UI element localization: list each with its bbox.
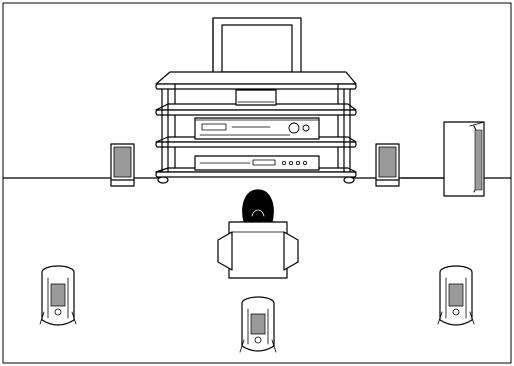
front-left-speaker: [111, 144, 134, 186]
center-speaker: [236, 90, 276, 105]
dvd-player: [195, 156, 319, 170]
surround-right-speaker: [438, 266, 474, 325]
surround-back-speaker: [240, 297, 276, 352]
surround-left-speaker: [40, 266, 76, 325]
subwoofer: [444, 122, 484, 196]
av-receiver: [195, 118, 319, 139]
armchair: [218, 222, 298, 278]
front-right-speaker: [376, 144, 399, 186]
